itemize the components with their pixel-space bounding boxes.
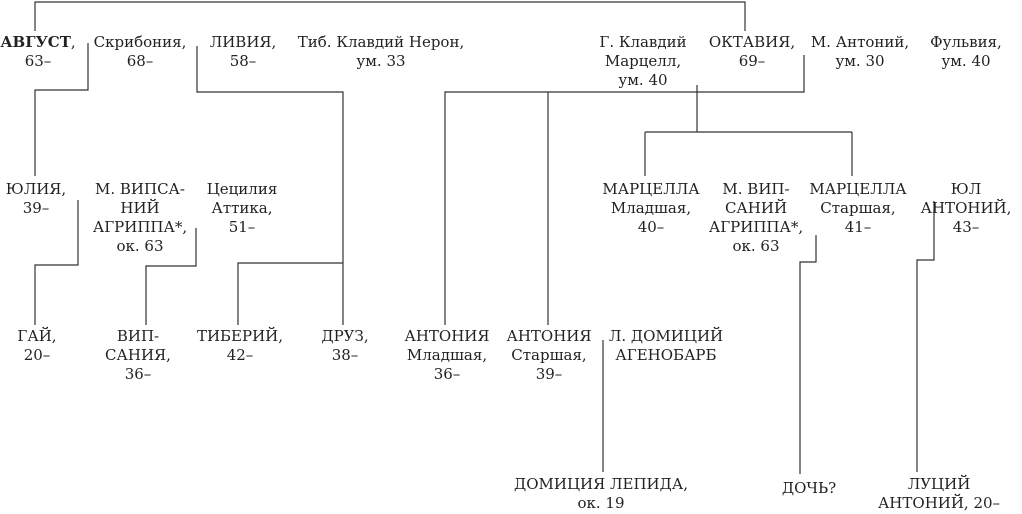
antonia-major-line1: АНТОНИЯ: [506, 327, 592, 345]
vipsania-line1: ВИП-: [116, 327, 160, 345]
octavia-life: 69–: [738, 52, 766, 70]
augustus-life: 63–: [24, 52, 52, 70]
node-mark-antony: М. Антоний, ум. 30: [811, 33, 909, 71]
augustus-name: АВГУСТ: [0, 33, 71, 51]
node-caecilia: Цецилия Аттика, 51–: [207, 180, 278, 237]
node-domitia: ДОМИЦИЯ ЛЕПИДА, ок. 19: [514, 475, 688, 513]
node-vipsania: ВИП- САНИЯ, 36–: [105, 327, 171, 384]
caecilia-line2: Аттика,: [211, 199, 273, 217]
iullus-line2: АНТОНИЙ,: [920, 199, 1012, 217]
julia-life: 39–: [22, 199, 50, 217]
antonia-minor-line2: Младшая,: [406, 346, 488, 364]
node-marcella-minor: МАРЦЕЛЛА Младшая, 40–: [602, 180, 699, 237]
node-fulvia: Фульвия, ум. 40: [930, 33, 1002, 71]
mark-antony-life: ум. 30: [835, 52, 885, 70]
marcella-major-line2: Старшая,: [820, 199, 896, 217]
agrippa-1-line3: АГРИППА*,: [92, 218, 188, 236]
node-scribonia: Скрибония, 68–: [94, 33, 187, 71]
node-marcella-major: МАРЦЕЛЛА Старшая, 41–: [809, 180, 906, 237]
tiberius-life: 42–: [226, 346, 254, 364]
vipsania-line2: САНИЯ,: [105, 346, 171, 364]
domitia-name: ДОМИЦИЯ ЛЕПИДА,: [514, 475, 688, 493]
drusus-name: ДРУЗ,: [321, 327, 369, 345]
tiberius-nero-life: ум. 33: [356, 52, 406, 70]
node-gaius: ГАЙ, 20–: [17, 327, 56, 365]
link-iullus-lucius: [916, 201, 935, 472]
livia-life: 58–: [229, 52, 257, 70]
node-agrippa-1: М. ВИПСА- НИЙ АГРИППА*, ок. 63: [93, 180, 187, 256]
lucius-antonius-line2: АНТОНИЙ, 20–: [877, 494, 1001, 512]
marcella-minor-line3: 40–: [637, 218, 665, 236]
sibling-bracket-top: [34, 1, 746, 31]
antonia-major-line2: Старшая,: [511, 346, 587, 364]
scribonia-name: Скрибония,: [93, 33, 187, 51]
antonia-minor-line3: 36–: [433, 365, 461, 383]
iullus-line1: ЮЛ: [950, 180, 982, 198]
gaius-name: ГАЙ,: [17, 327, 57, 345]
julia-name: ЮЛИЯ,: [5, 180, 67, 198]
marcella-minor-line1: МАРЦЕЛЛА: [602, 180, 700, 198]
node-daughter: ДОЧЬ?: [782, 479, 836, 498]
agrippa-1-line1: М. ВИПСА-: [94, 180, 185, 198]
mark-antony-name: М. Антоний,: [810, 33, 910, 51]
link-daughter: [799, 235, 817, 474]
iullus-line3: 43–: [952, 218, 980, 236]
node-drusus: ДРУЗ, 38–: [321, 327, 368, 365]
antonia-minor-line1: АНТОНИЯ: [404, 327, 490, 345]
node-agrippa-2: М. ВИП- САНИЙ АГРИППА*, ок. 63: [709, 180, 803, 256]
livia-name: ЛИВИЯ,: [209, 33, 277, 51]
agrippa-2-line3: АГРИППА*,: [708, 218, 804, 236]
agrippa-2-line2: САНИЙ: [724, 199, 788, 217]
daughter-name: ДОЧЬ?: [781, 479, 837, 497]
node-octavia: ОКТАВИЯ, 69–: [709, 33, 795, 71]
node-lucius-antonius: ЛУЦИЙ АНТОНИЙ, 20–: [878, 475, 1000, 513]
node-ahenobarbus: Л. ДОМИЦИЙ АГЕНОБАРБ: [609, 327, 723, 365]
marcellus-elder-line3: ум. 40: [618, 71, 668, 89]
ahenobarbus-line2: АГЕНОБАРБ: [615, 346, 717, 364]
marcellus-elder-line1: Г. Клавдий: [599, 33, 687, 51]
node-antonia-minor: АНТОНИЯ Младшая, 36–: [404, 327, 489, 384]
agrippa-1-line2: НИЙ: [120, 199, 160, 217]
marcella-minor-line2: Младшая,: [610, 199, 692, 217]
ahenobarbus-line1: Л. ДОМИЦИЙ: [608, 327, 724, 345]
octavia-name: ОКТАВИЯ,: [708, 33, 796, 51]
agrippa-1-line4: ок. 63: [116, 237, 164, 255]
agrippa-2-line1: М. ВИП-: [722, 180, 790, 198]
domitia-life: ок. 19: [577, 494, 625, 512]
tiberius-nero-name: Тиб. Клавдий Нерон,: [297, 33, 465, 51]
node-antonia-major: АНТОНИЯ Старшая, 39–: [506, 327, 591, 384]
gaius-life: 20–: [23, 346, 51, 364]
caecilia-line1: Цецилия: [206, 180, 278, 198]
augustus-sep: ,: [70, 33, 76, 51]
fulvia-life: ум. 40: [941, 52, 991, 70]
drusus-life: 38–: [331, 346, 359, 364]
node-iullus: ЮЛ АНТОНИЙ, 43–: [921, 180, 1012, 237]
node-augustus: АВГУСТ, 63–: [0, 33, 75, 71]
fulvia-name: Фульвия,: [930, 33, 1002, 51]
link-drusus-tiberius: [237, 262, 343, 325]
node-tiberius-nero: Тиб. Клавдий Нерон, ум. 33: [298, 33, 464, 71]
tiberius-name: ТИБЕРИЙ,: [196, 327, 284, 345]
node-marcellus-elder: Г. Клавдий Марцелл, ум. 40: [599, 33, 686, 90]
agrippa-2-line4: ок. 63: [732, 237, 780, 255]
link-caecilia-vipsania: [145, 228, 197, 325]
link-scribonia-julia: [34, 43, 89, 176]
caecilia-line3: 51–: [228, 218, 256, 236]
node-tiberius: ТИБЕРИЙ, 42–: [197, 327, 283, 365]
marcella-major-line1: МАРЦЕЛЛА: [809, 180, 907, 198]
marcella-major-line3: 41–: [844, 218, 872, 236]
node-livia: ЛИВИЯ, 58–: [210, 33, 277, 71]
link-julia-gaius: [34, 200, 79, 325]
vipsania-line3: 36–: [124, 365, 152, 383]
link-livia-children: [196, 46, 344, 325]
link-octavia-antony: [444, 55, 805, 325]
node-julia: ЮЛИЯ, 39–: [6, 180, 66, 218]
scribonia-life: 68–: [126, 52, 154, 70]
lucius-antonius-line1: ЛУЦИЙ: [907, 475, 971, 493]
antonia-major-line3: 39–: [535, 365, 563, 383]
marcellus-elder-line2: Марцелл,: [604, 52, 682, 70]
